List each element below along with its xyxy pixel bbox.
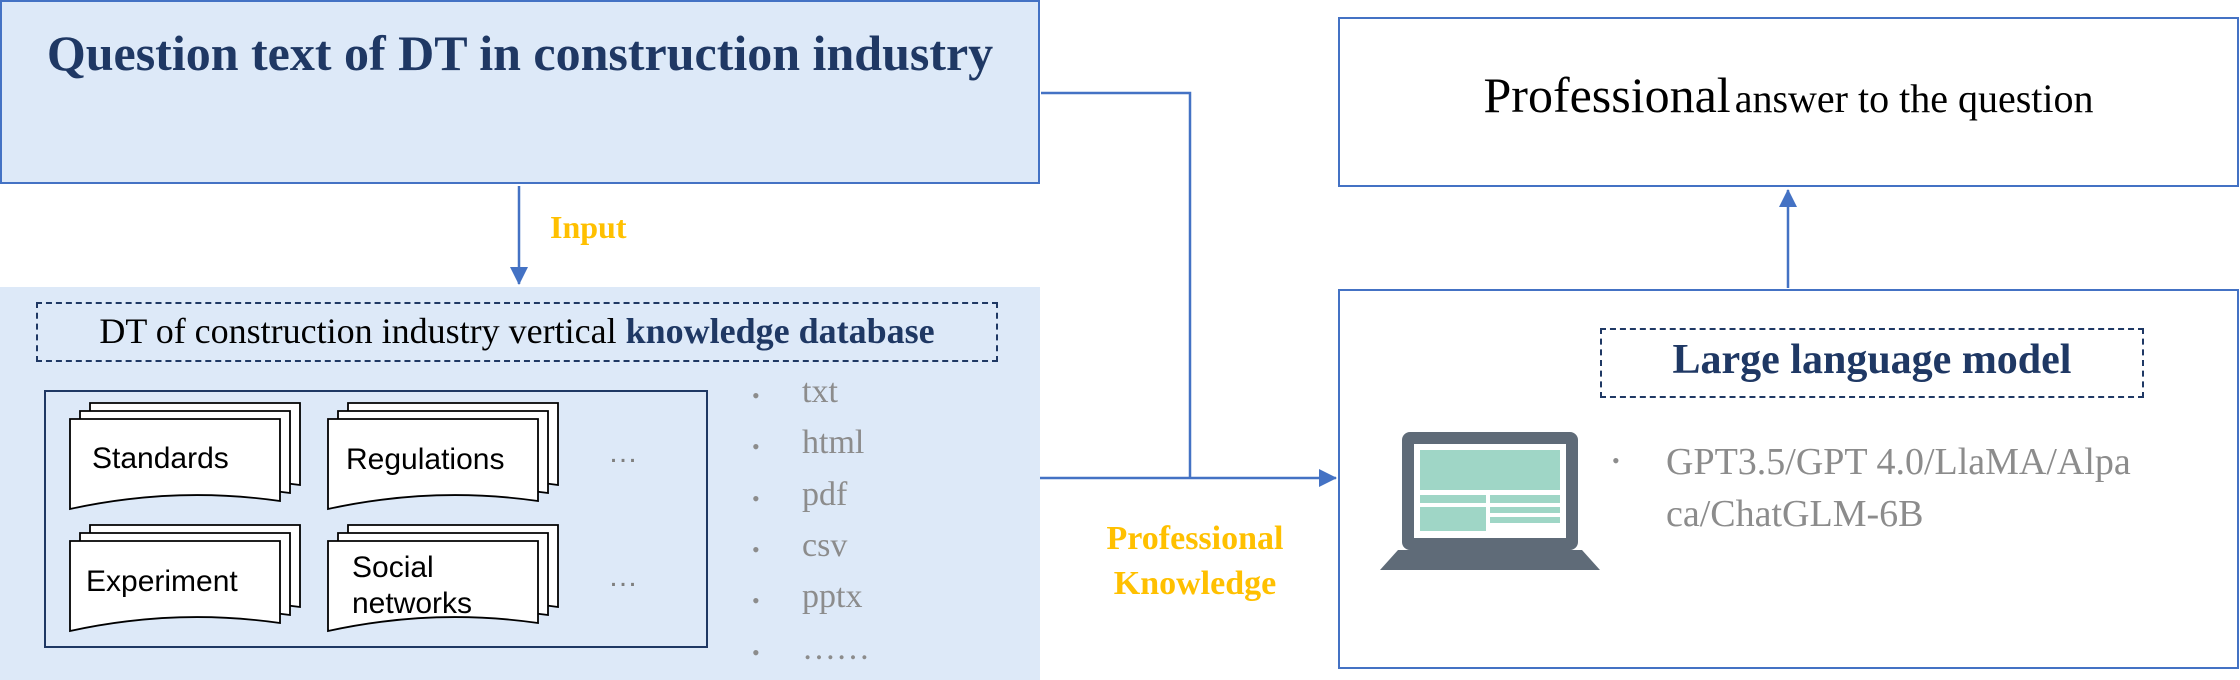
answer-rest: answer to the question [1734,76,2094,121]
format-bullet: • [752,383,760,408]
format-item: html [802,424,865,461]
knowledge-base-title-bold: knowledge database [625,311,935,351]
llm-models-bullet: • [1612,448,1620,473]
document-stack-icon [69,524,301,633]
document-stack-icon [327,402,559,511]
input-label: Input [550,209,627,245]
docs-ellipsis: … [608,560,638,593]
format-item: pdf [802,476,848,513]
format-bullet: • [752,537,760,562]
format-bullet: • [752,486,760,511]
llm-models-text: GPT3.5/GPT 4.0/LlaMA/Alpaca/ChatGLM-6B [1666,441,2131,535]
document-stack-icon [69,402,301,511]
question-box [0,0,1040,184]
format-bullet: • [752,588,760,613]
question-to-llm-connector [1041,91,1192,478]
docs-ellipsis: … [608,436,638,469]
llm-title-box [1600,328,2144,398]
document-stack-icon [327,524,559,633]
format-item: pptx [802,578,863,615]
knowledge-base-title-box [36,302,998,362]
format-bullet: • [752,640,760,665]
format-item: txt [802,373,838,410]
doc-label-standards: Standards [92,442,229,475]
knowledge-base-title: DT of construction industry vertical kno… [36,310,998,352]
knowledge-base-title-prefix: DT of construction industry vertical [99,311,617,351]
question-text: Question text of DT in construction indu… [46,25,994,81]
answer-box [1338,17,2239,187]
laptop-icon [1380,432,1600,570]
doc-label-social-networks: Social networks [352,551,473,620]
doc-label-regulations: Regulations [346,443,505,476]
documents-box [44,390,708,648]
format-bullet: • [752,434,760,459]
answer-text: Professional answer to the question [1338,66,2239,124]
document-stack-icons [69,402,559,633]
format-item: …… [802,630,870,667]
professional-knowledge-label: Professional Knowledge [1106,520,1284,602]
answer-word-professional: Professional [1483,67,1731,123]
llm-title: Large language model [1672,337,2072,383]
doc-label-experiment: Experiment [86,565,238,598]
format-item: csv [802,527,848,564]
